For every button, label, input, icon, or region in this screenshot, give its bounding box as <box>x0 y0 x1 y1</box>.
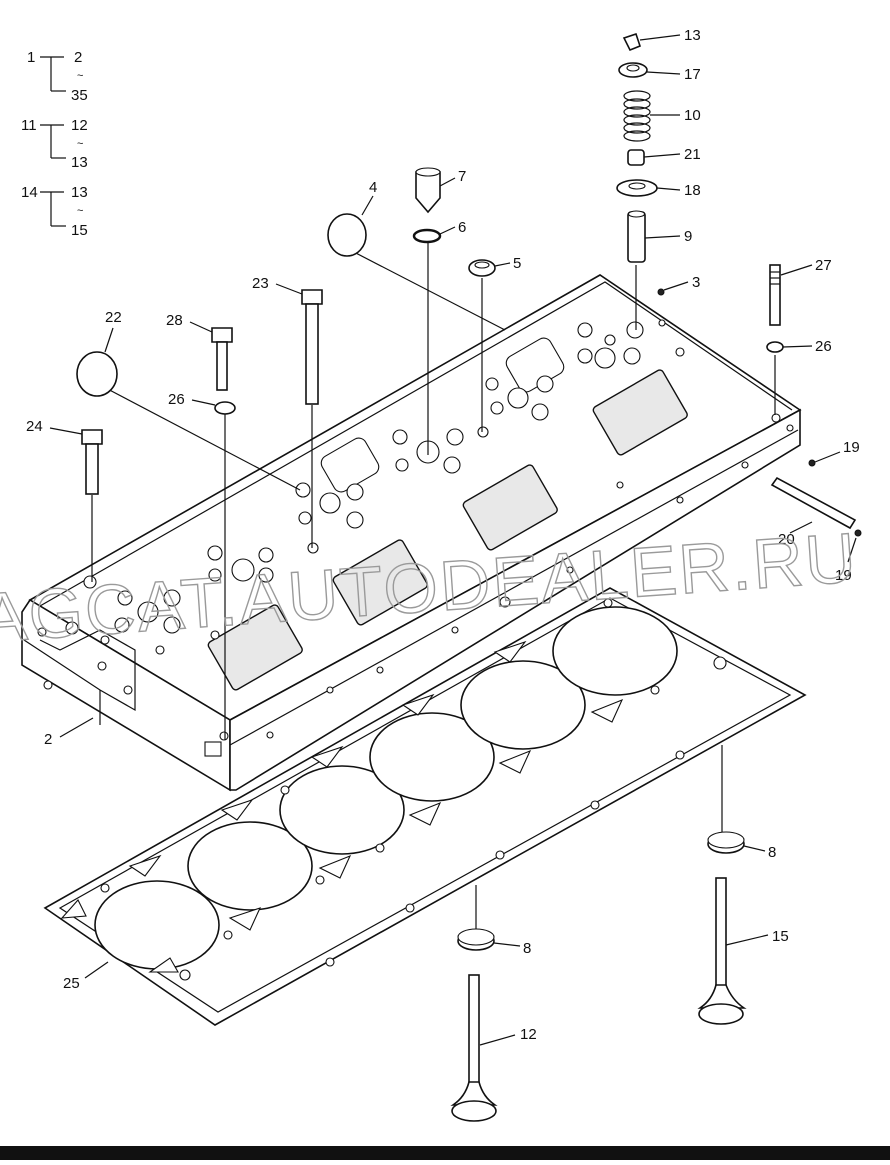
bolt <box>81 429 103 445</box>
legend-sep: ~ <box>77 138 83 150</box>
washer <box>214 401 236 415</box>
valve-spring <box>623 90 651 142</box>
dowel-pin <box>657 288 665 296</box>
callout-28: 28 <box>166 312 183 329</box>
callout-5: 5 <box>513 255 521 272</box>
callout-6: 6 <box>458 219 466 236</box>
legend-last: 15 <box>71 222 88 239</box>
plug <box>854 529 862 537</box>
bore-hole <box>94 880 220 970</box>
callout-9: 9 <box>684 228 692 245</box>
legend-group-3: 14 13 ~ 15 <box>21 184 88 239</box>
valve-lock <box>622 32 641 52</box>
legend-parent: 14 <box>21 184 38 201</box>
callout-2: 2 <box>44 731 52 748</box>
exhaust-valve <box>697 877 747 1025</box>
tube <box>770 476 857 530</box>
callout-8: 8 <box>523 940 531 957</box>
plug <box>808 459 816 467</box>
head-gasket <box>43 587 807 1026</box>
legend-last: 35 <box>71 87 88 104</box>
legend-group-2: 11 12 ~ 13 <box>21 117 88 171</box>
callout-leaders <box>49 34 857 1046</box>
bottom-border <box>0 1146 890 1160</box>
bore-hole <box>460 660 586 750</box>
callout-7: 7 <box>458 168 466 185</box>
callout-23: 23 <box>252 275 269 292</box>
callout-22: 22 <box>105 309 122 326</box>
legend-last: 13 <box>71 154 88 171</box>
callout-19: 19 <box>843 439 860 456</box>
expansion-plug <box>327 213 367 257</box>
callout-labels: 13 17 10 21 18 9 3 27 26 7 6 4 5 23 22 2… <box>26 27 860 1043</box>
bore-hole <box>279 765 405 855</box>
callout-15: 15 <box>772 928 789 945</box>
legend-parent: 1 <box>27 49 35 66</box>
callout-10: 10 <box>684 107 701 124</box>
bolt <box>211 327 233 343</box>
bore-hole <box>187 821 313 911</box>
legend-first: 2 <box>74 49 82 66</box>
injector-sleeve <box>415 171 441 214</box>
legend-parent: 11 <box>21 117 37 134</box>
callout-25: 25 <box>63 975 80 992</box>
callout-12: 12 <box>520 1026 537 1043</box>
callout-17: 17 <box>684 66 701 83</box>
stud <box>769 264 781 326</box>
head-holes <box>65 319 685 655</box>
legend-first: 12 <box>71 117 88 134</box>
washer <box>766 341 784 353</box>
port-openings <box>207 337 688 691</box>
callout-18: 18 <box>684 182 701 199</box>
intake-valve <box>450 974 498 1122</box>
side-holes <box>266 413 794 739</box>
legend-sep: ~ <box>77 205 83 217</box>
legend-group-1: 1 2 ~ 35 <box>27 49 88 104</box>
callout-3: 3 <box>692 274 700 291</box>
callout-26: 26 <box>168 391 185 408</box>
o-ring <box>412 228 442 244</box>
legend: 1 2 ~ 35 11 12 ~ 13 14 13 ~ 15 <box>21 49 88 239</box>
loose-parts <box>76 32 862 1122</box>
callout-20: 20 <box>778 531 795 548</box>
assembly-lines <box>91 243 776 930</box>
callout-4: 4 <box>369 179 377 196</box>
callout-26: 26 <box>815 338 832 355</box>
callout-8: 8 <box>768 844 776 861</box>
callout-19: 19 <box>835 567 852 584</box>
legend-first: 13 <box>71 184 88 201</box>
callout-21: 21 <box>684 146 701 163</box>
head-bolt-long <box>301 289 323 305</box>
legend-sep: ~ <box>77 70 83 82</box>
bore-hole <box>369 712 495 802</box>
callout-13: 13 <box>684 27 701 44</box>
expansion-plug <box>76 351 118 397</box>
cylinder-head <box>21 274 802 792</box>
callout-27: 27 <box>815 257 832 274</box>
callout-24: 24 <box>26 418 43 435</box>
bore-hole <box>552 606 678 696</box>
valve-guide <box>627 211 646 263</box>
valve-stem-seal <box>627 149 645 166</box>
